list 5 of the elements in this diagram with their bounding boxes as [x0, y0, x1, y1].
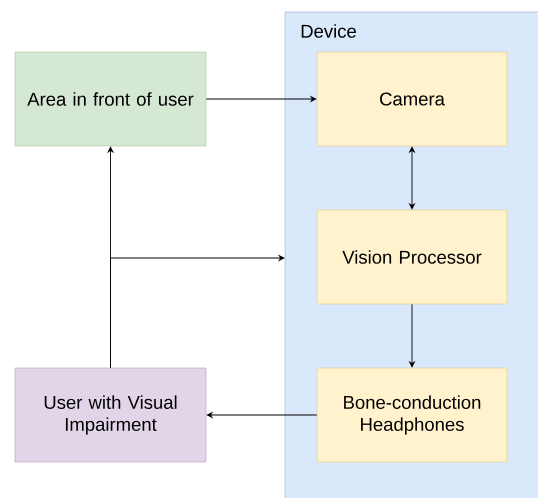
area-box: Area in front of user [14, 52, 206, 146]
process-box: Vision Processor [316, 210, 508, 304]
process-box: Bone-conduction Headphones [316, 368, 508, 462]
process-box: Camera [316, 52, 508, 146]
user-box: User with Visual Impairment [14, 368, 206, 462]
